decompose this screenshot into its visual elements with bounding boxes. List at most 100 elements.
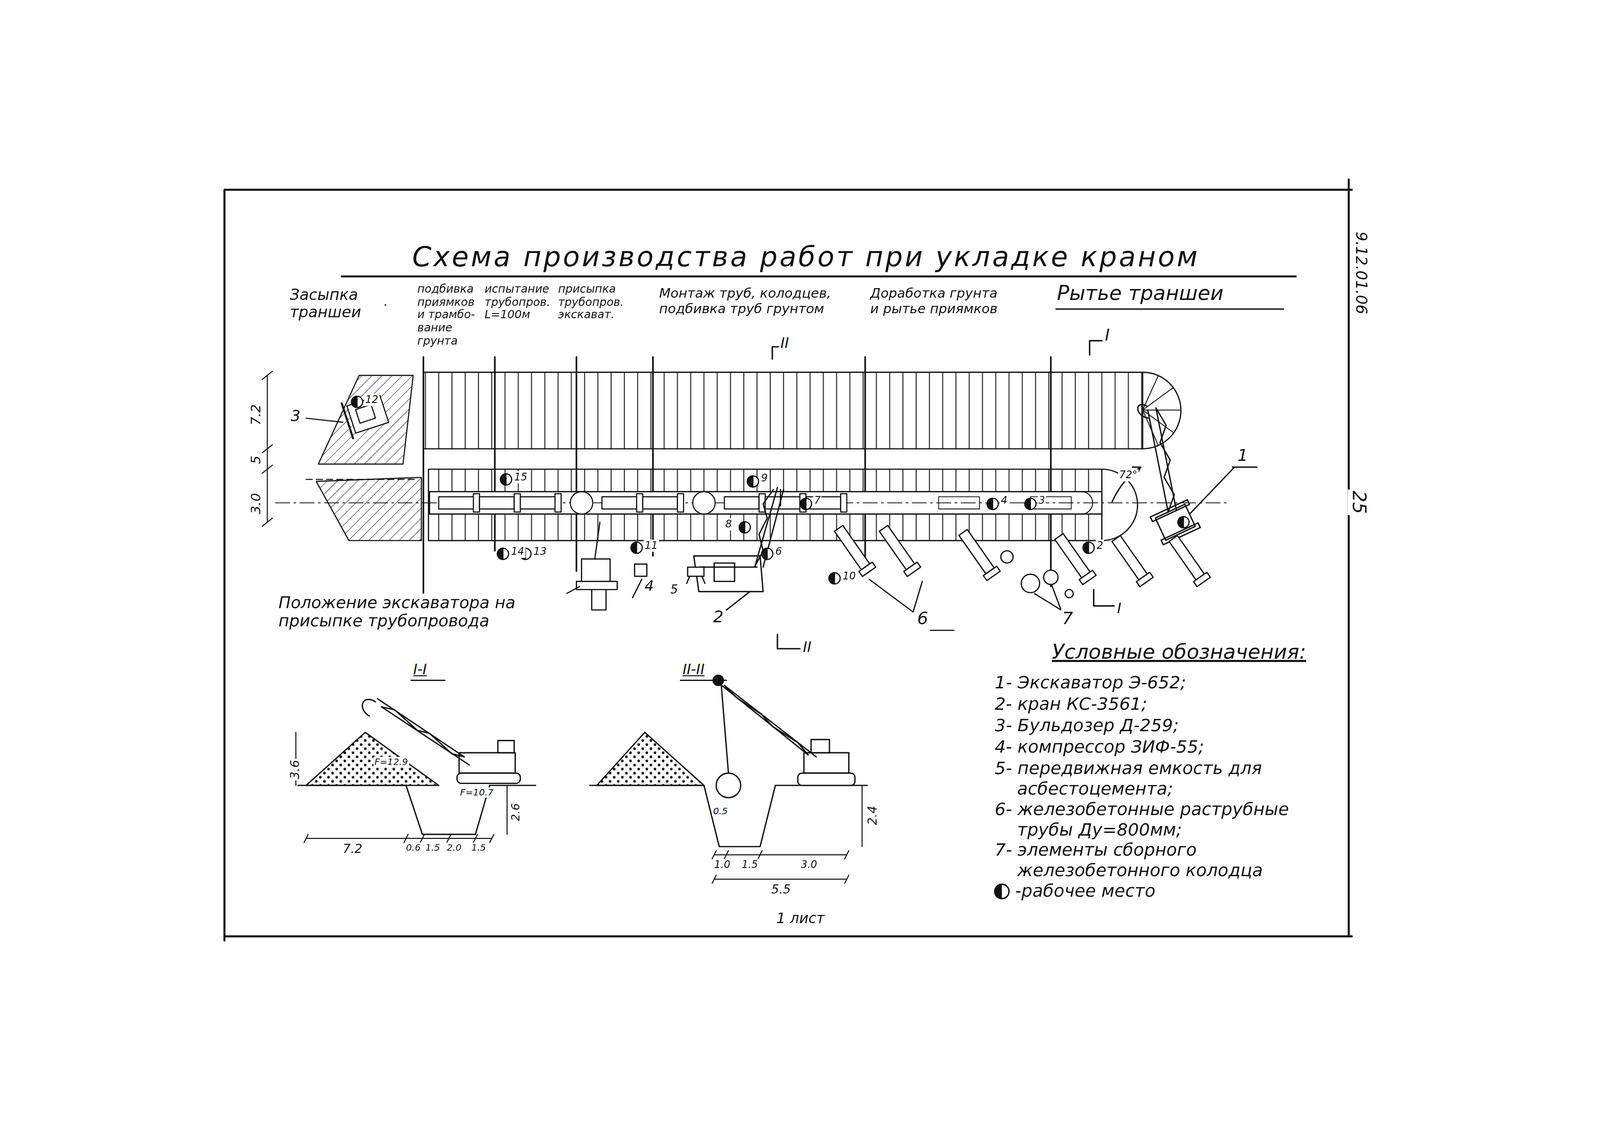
section-1-1 — [459, 752, 516, 774]
section-mark: II — [779, 334, 790, 352]
section-1-1 — [295, 680, 536, 843]
pipes-6 — [1169, 535, 1205, 580]
section-2-2 — [712, 850, 850, 860]
legend-item: 4- компрессор ЗИФ-55; — [994, 737, 1313, 758]
crane-2 — [714, 563, 735, 582]
work-places — [500, 473, 512, 486]
pipe-string — [479, 497, 515, 510]
excavator-1 — [1155, 504, 1196, 541]
dimension: 1.5 — [424, 842, 442, 854]
pipes-6 — [1054, 533, 1090, 579]
section-2-2 — [704, 785, 776, 847]
sheet-note: 1 лист — [775, 910, 826, 927]
pipe-string — [724, 497, 760, 510]
well-elements-7 — [1021, 574, 1040, 593]
pipes-6 — [1193, 572, 1211, 587]
legend-item: 3- Бульдозер Д-259; — [994, 716, 1313, 737]
workplace-number: 12 — [364, 393, 380, 406]
compressor-and-tank — [634, 564, 648, 577]
pipes-6 — [869, 579, 954, 631]
dimension: 0.6 — [404, 842, 422, 854]
dimension: 3.0 — [799, 859, 819, 871]
bulldozer-area — [305, 375, 422, 541]
work-places — [351, 396, 1190, 585]
pipe-string — [438, 497, 474, 510]
work-places — [987, 498, 999, 510]
zone-header: испытание трубопров. L=100м — [483, 283, 556, 323]
workplace-number: 4 — [999, 494, 1009, 507]
section-1-1 — [456, 773, 521, 784]
trench-plan — [428, 491, 1103, 492]
dimension: 7.2 — [341, 842, 364, 857]
excavator-on-backfill — [576, 581, 618, 590]
section-mark: I — [1116, 600, 1123, 617]
crane-2 — [755, 489, 774, 567]
workplace-number: 8 — [724, 518, 734, 531]
excavator-on-backfill — [594, 522, 600, 560]
work-places — [800, 498, 812, 510]
pipe-string — [554, 493, 561, 513]
pipes-6 — [1079, 570, 1097, 586]
bulldozer-area — [305, 478, 419, 480]
workplace-number: 7 — [812, 494, 822, 507]
dimension: 2.6 — [510, 802, 523, 823]
work-places — [631, 542, 643, 554]
section-2-2 — [719, 683, 808, 756]
workplace-number: 10 — [841, 570, 857, 583]
workplace-symbol — [994, 884, 1010, 899]
section-markers — [1093, 589, 1115, 606]
zone-header: Рытье траншеи — [1056, 281, 1225, 306]
sheet-frame — [1056, 308, 1284, 311]
spoil-band — [423, 372, 1143, 450]
dimension: 1.5 — [740, 859, 759, 871]
workplace-number: 9 — [760, 472, 769, 485]
pipe-string — [938, 497, 980, 510]
workplace-number: 2 — [1095, 539, 1105, 552]
pipes-6 — [1112, 535, 1148, 580]
dimension: 0.5 — [712, 806, 730, 817]
section-2-2 — [589, 675, 868, 884]
callout-number: 1 — [1236, 446, 1249, 466]
work-places — [497, 548, 509, 560]
pipes-6 — [903, 562, 921, 577]
workplace-number: 11 — [643, 539, 659, 552]
bulldozer-area — [305, 418, 343, 423]
pipe-string — [765, 497, 800, 510]
section-2-2 — [716, 773, 741, 798]
excavator-1 — [1155, 408, 1175, 513]
section-2-2 — [714, 854, 847, 856]
pipes-6 — [1136, 572, 1154, 587]
dimension: 1.0 — [713, 859, 732, 871]
section-markers — [772, 346, 779, 360]
excavator-1 — [1112, 467, 1141, 503]
legend-item: 2- кран КС-3561; — [994, 694, 1313, 715]
dimension: 3.6 — [288, 758, 303, 781]
section-markers — [777, 634, 800, 649]
section-markers — [772, 340, 1115, 649]
section-title: I-I — [412, 661, 428, 678]
section-2-2 — [713, 675, 724, 686]
well-elements-7 — [1034, 585, 1062, 611]
legend-item: 7- элементы сборного железобетонного кол… — [994, 840, 1313, 881]
section-2-2 — [721, 685, 729, 774]
pipe-string — [636, 493, 643, 513]
well-elements-7 — [1000, 550, 1074, 611]
bulldozer-area — [341, 403, 353, 439]
excavator-on-backfill — [591, 589, 606, 611]
trench-plan — [275, 469, 1230, 541]
crane-2 — [779, 489, 782, 507]
dimension: 3.0 — [248, 491, 265, 516]
pipes-6 — [832, 523, 876, 577]
work-places — [1082, 542, 1095, 554]
section-2-2 — [811, 739, 830, 753]
pipes-6 — [1166, 533, 1211, 587]
spoil-band — [423, 372, 1181, 450]
excavator-on-backfill — [581, 559, 611, 582]
area-label: F=12.9 — [373, 756, 410, 768]
trench-plan — [428, 513, 1103, 515]
work-places — [747, 476, 759, 488]
pipes-6 — [879, 525, 915, 570]
excavator-1 — [1112, 404, 1258, 545]
